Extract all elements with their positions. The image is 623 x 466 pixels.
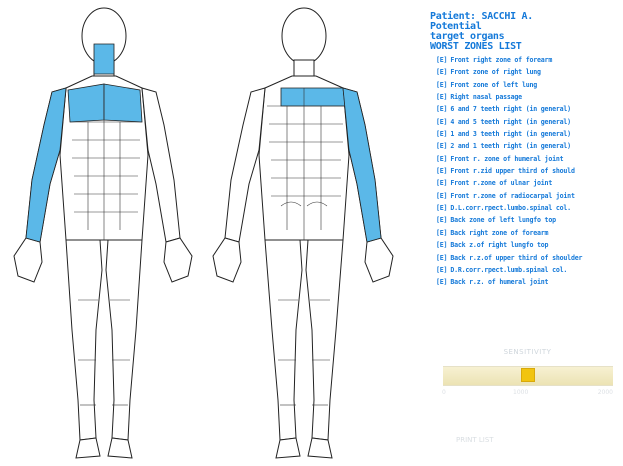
- back-foot-left: [276, 438, 300, 458]
- zone-code: [E]: [436, 130, 447, 138]
- slider-thumb[interactable]: [521, 368, 535, 382]
- body-map-back[interactable]: [205, 0, 425, 466]
- slider-min-label: 0: [442, 389, 446, 396]
- zone-label: Front right zone of forearm: [450, 56, 552, 64]
- print-list-button[interactable]: PRINT LIST: [456, 436, 494, 444]
- front-leg-left: [106, 240, 142, 440]
- zone-list-item[interactable]: [E]D.L.corr.rpect.lumbo.spinal col.: [430, 202, 620, 214]
- zone-front-lung-left[interactable]: [104, 84, 142, 122]
- back-neck: [294, 60, 314, 78]
- zone-label: Front r.zone of ulnar joint: [450, 179, 552, 187]
- zone-code: [E]: [436, 142, 447, 150]
- slider-max-label: 2000: [598, 389, 613, 396]
- zone-code: [E]: [436, 93, 447, 101]
- zone-list-item[interactable]: [E]Front r. zone of humeral joint: [430, 153, 620, 165]
- front-hand-left: [164, 238, 192, 282]
- zone-label: Front r. zone of humeral joint: [450, 155, 563, 163]
- zone-code: [E]: [436, 254, 447, 262]
- zone-code: [E]: [436, 167, 447, 175]
- zone-label: 4 and 5 teeth right (in general): [450, 118, 571, 126]
- zone-back-upper-shoulders[interactable]: [281, 88, 345, 106]
- front-leg-right: [66, 240, 102, 440]
- worst-zones-title: WORST ZONES LIST: [430, 42, 620, 52]
- zone-code: [E]: [436, 266, 447, 274]
- zone-front-lung-right[interactable]: [68, 84, 104, 122]
- zone-list-item[interactable]: [E]Front r.zid upper third of should: [430, 165, 620, 177]
- zone-code: [E]: [436, 105, 447, 113]
- zone-front-right-arm[interactable]: [26, 88, 66, 242]
- back-head: [282, 8, 326, 64]
- patient-info-panel: Patient: SACCHI A. Potential target orga…: [430, 12, 620, 289]
- zone-label: Front r.zone of radiocarpal joint: [450, 192, 574, 200]
- zone-code: [E]: [436, 192, 447, 200]
- zone-label: Front zone of left lung: [450, 81, 537, 89]
- zone-code: [E]: [436, 241, 447, 249]
- zone-list-item[interactable]: [E]Front zone of right lung: [430, 66, 620, 78]
- back-leg-left: [265, 240, 302, 440]
- zone-code: [E]: [436, 216, 447, 224]
- zone-list-item[interactable]: [E]Front zone of left lung: [430, 79, 620, 91]
- worst-zones-list: [E]Front right zone of forearm[E]Front z…: [430, 54, 620, 289]
- zone-label: 6 and 7 teeth right (in general): [450, 105, 571, 113]
- zone-list-item[interactable]: [E]Back z.of right lungfo top: [430, 239, 620, 251]
- zone-code: [E]: [436, 118, 447, 126]
- slider-mid-label: 1000: [513, 389, 528, 396]
- zone-code: [E]: [436, 155, 447, 163]
- zone-code: [E]: [436, 56, 447, 64]
- slider-title: SENSITIVITY: [440, 348, 615, 356]
- back-foot-right: [308, 438, 332, 458]
- front-foot-left: [108, 438, 132, 458]
- back-leg-right: [306, 240, 343, 440]
- zone-list-item[interactable]: [E]Front right zone of forearm: [430, 54, 620, 66]
- zone-list-item[interactable]: [E]Front r.zone of ulnar joint: [430, 177, 620, 189]
- zone-list-item[interactable]: [E]Back right zone of forearm: [430, 227, 620, 239]
- zone-label: 2 and 1 teeth right (in general): [450, 142, 571, 150]
- zone-code: [E]: [436, 68, 447, 76]
- zone-code: [E]: [436, 81, 447, 89]
- zone-list-item[interactable]: [E]2 and 1 teeth right (in general): [430, 140, 620, 152]
- zone-code: [E]: [436, 179, 447, 187]
- zone-list-item[interactable]: [E]4 and 5 teeth right (in general): [430, 116, 620, 128]
- zone-label: D.L.corr.rpect.lumbo.spinal col.: [450, 204, 571, 212]
- zone-label: Back z.of right lungfo top: [450, 241, 548, 249]
- zone-label: Front r.zid upper third of should: [450, 167, 574, 175]
- front-foot-right: [76, 438, 100, 458]
- zone-list-item[interactable]: [E]6 and 7 teeth right (in general): [430, 103, 620, 115]
- zone-code: [E]: [436, 204, 447, 212]
- sensitivity-slider-group: SENSITIVITY 0 1000 2000: [440, 348, 615, 408]
- zone-label: Back zone of left lungfo top: [450, 216, 556, 224]
- zone-face[interactable]: [94, 44, 114, 74]
- zone-label: Back r.z.of upper third of shoulder: [450, 254, 582, 262]
- slider-labels: 0 1000 2000: [440, 389, 615, 398]
- zone-label: Back right zone of forearm: [450, 229, 548, 237]
- zone-list-item[interactable]: [E]D.R.corr.rpect.lumb.spinal col.: [430, 264, 620, 276]
- zone-label: Front zone of right lung: [450, 68, 540, 76]
- zone-list-item[interactable]: [E]Front r.zone of radiocarpal joint: [430, 190, 620, 202]
- front-hand-right: [14, 238, 42, 282]
- zone-list-item[interactable]: [E]Right nasal passage: [430, 91, 620, 103]
- zone-label: Right nasal passage: [450, 93, 522, 101]
- zone-list-item[interactable]: [E]Back r.z. of humeral joint: [430, 276, 620, 288]
- zone-label: D.R.corr.rpect.lumb.spinal col.: [450, 266, 567, 274]
- zone-code: [E]: [436, 278, 447, 286]
- zone-list-item[interactable]: [E]1 and 3 teeth right (in general): [430, 128, 620, 140]
- zone-list-item[interactable]: [E]Back r.z.of upper third of shoulder: [430, 252, 620, 264]
- body-map-front[interactable]: [0, 0, 205, 466]
- zone-label: Back r.z. of humeral joint: [450, 278, 548, 286]
- zone-list-item[interactable]: [E]Back zone of left lungfo top: [430, 214, 620, 226]
- back-arm-left: [225, 88, 265, 242]
- zone-label: 1 and 3 teeth right (in general): [450, 130, 571, 138]
- back-hand-right: [365, 238, 393, 282]
- back-hand-left: [213, 238, 241, 282]
- zone-code: [E]: [436, 229, 447, 237]
